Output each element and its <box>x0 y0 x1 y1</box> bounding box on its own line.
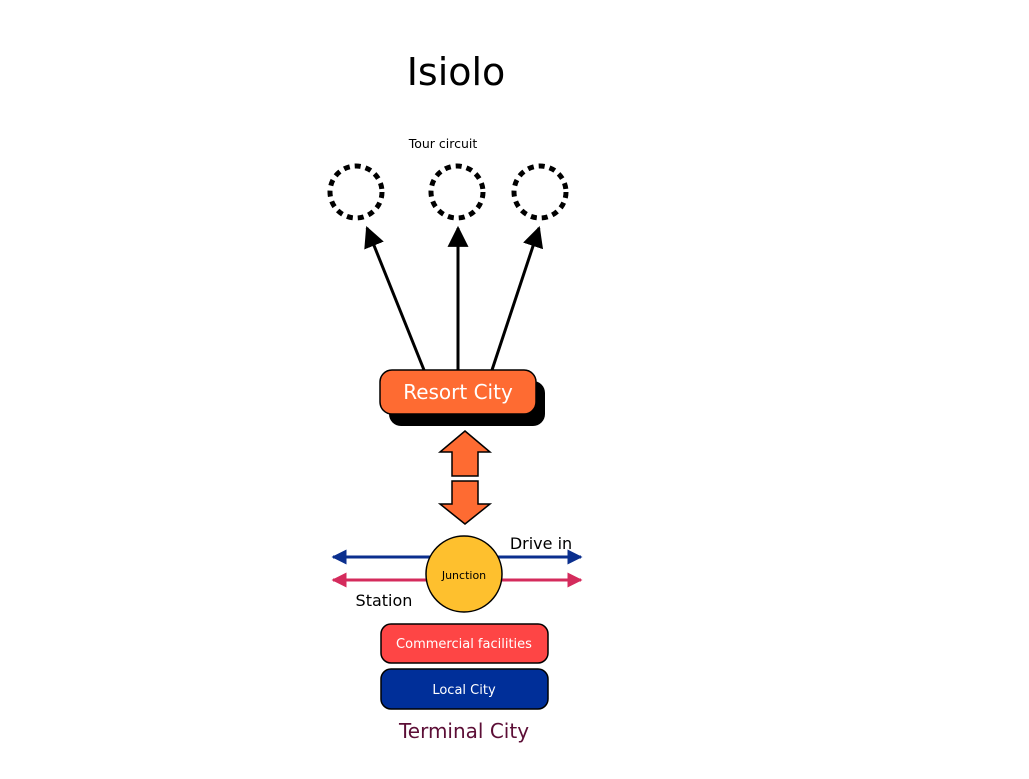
tour-arrow-3 <box>490 226 544 371</box>
resort-city-label: Resort City <box>403 380 513 404</box>
tour-arrow-1 <box>364 226 426 371</box>
diagram-title: Isiolo <box>407 50 506 94</box>
junction-circle <box>425 535 503 613</box>
terminal-city-label: Terminal City <box>398 719 529 743</box>
down-block-arrow <box>437 480 493 525</box>
commercial-facilities-label: Commercial facilities <box>396 637 532 652</box>
local-city-box <box>380 668 549 710</box>
tour-destination-circle-1 <box>327 163 385 221</box>
resort-city-box <box>379 369 537 415</box>
junction-label: Junction <box>441 569 486 582</box>
local-city-label: Local City <box>432 683 496 698</box>
tour-destination-circle-3 <box>511 163 569 221</box>
tour-destination-circle-2 <box>428 163 486 221</box>
drive-in-label: Drive in <box>510 534 572 553</box>
station-label: Station <box>356 591 413 610</box>
tour-circuit-label: Tour circuit <box>408 136 478 151</box>
up-block-arrow <box>437 430 493 477</box>
commercial-facilities-box <box>380 623 549 664</box>
